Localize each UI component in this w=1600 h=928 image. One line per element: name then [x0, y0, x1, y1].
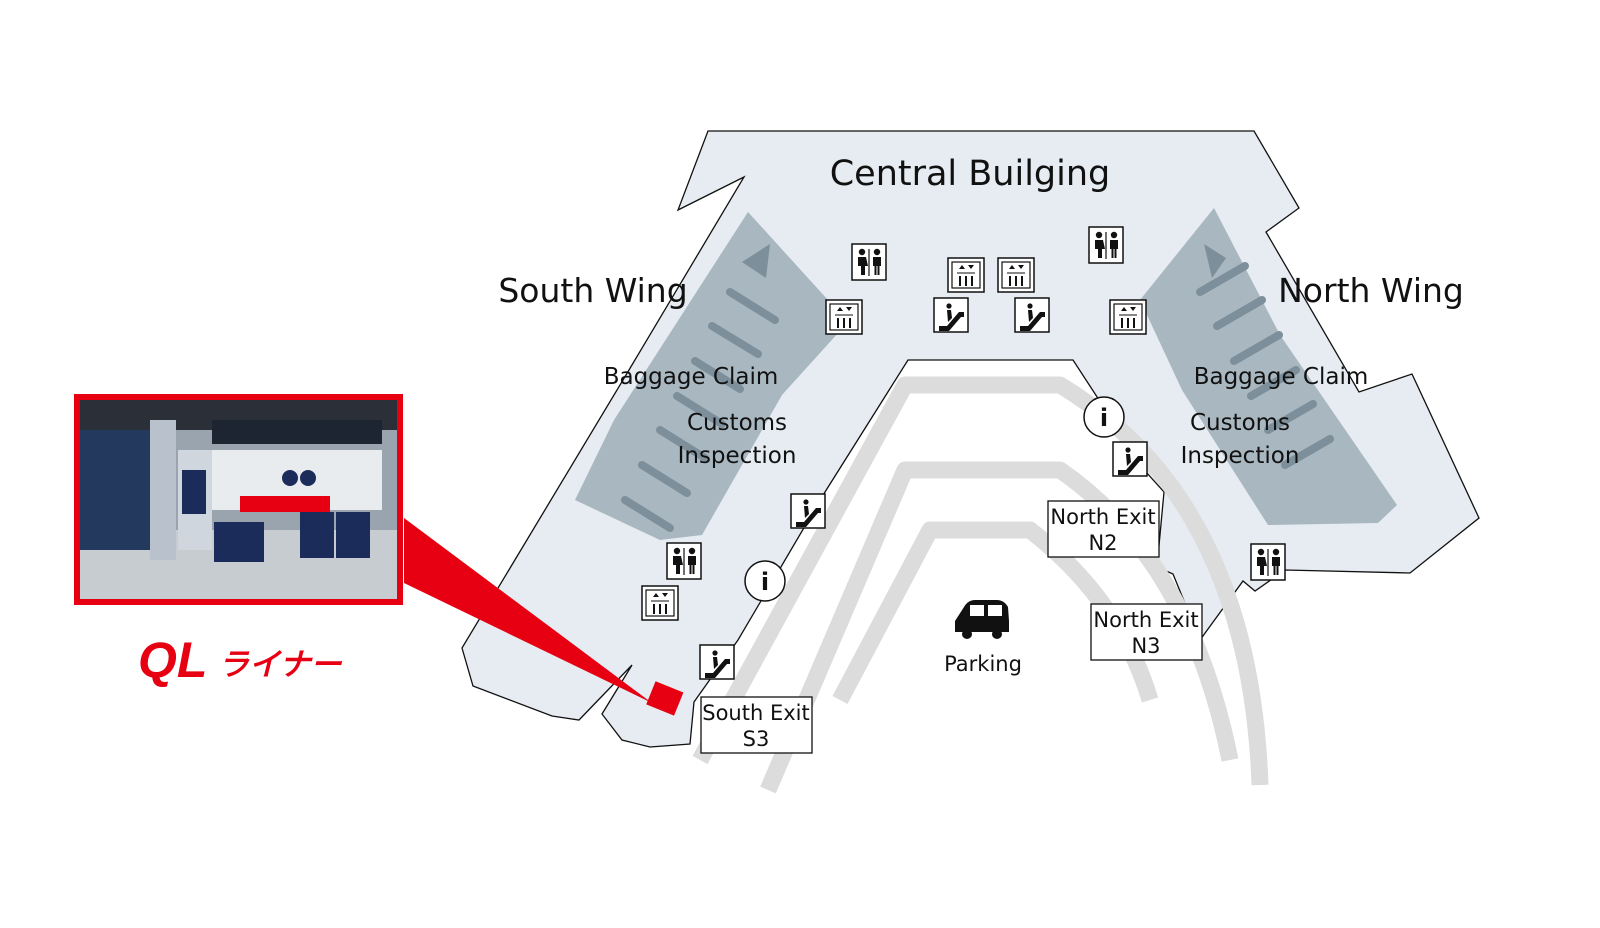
svg-text:QL: QL: [138, 632, 207, 688]
ql-liner-location-marker: [646, 681, 684, 716]
svg-text:South Exit: South Exit: [702, 701, 809, 725]
exit-south-s3: South Exit S3: [700, 696, 813, 754]
callout-pointer: [404, 518, 652, 703]
restroom-icon: [1088, 226, 1124, 264]
ql-liner-logo: QL ライナー: [138, 632, 342, 688]
parking-label: Parking: [944, 652, 1022, 676]
escalator-icon: [790, 493, 826, 529]
roadway: [692, 376, 1269, 794]
svg-text:North Exit: North Exit: [1050, 505, 1155, 529]
escalator-icon: [699, 644, 735, 680]
escalator-icon: [1014, 297, 1050, 333]
north-customs-label-1: Customs: [1190, 410, 1290, 436]
north-baggage-claim-label: Baggage Claim: [1194, 364, 1369, 390]
storefront-photo: [74, 394, 403, 605]
exit-north-n3: North Exit N3: [1090, 603, 1203, 661]
south-baggage-claim-label: Baggage Claim: [604, 364, 779, 390]
svg-text:N3: N3: [1131, 634, 1160, 658]
svg-text:North Exit: North Exit: [1093, 608, 1198, 632]
svg-text:i: i: [761, 568, 769, 596]
svg-text:i: i: [1100, 404, 1108, 432]
south-wing-label: South Wing: [498, 271, 687, 310]
escalator-icon: [933, 297, 969, 333]
elevator-icon: [1109, 299, 1147, 335]
elevator-icon: [947, 257, 985, 293]
south-baggage-area: [575, 212, 848, 540]
escalator-icon: [1112, 441, 1148, 477]
north-customs-label-2: Inspection: [1181, 443, 1300, 469]
restroom-icon: [851, 243, 887, 281]
car-icon: [955, 600, 1009, 639]
exit-north-n2: North Exit N2: [1047, 500, 1160, 558]
central-building-label: Central Builging: [830, 154, 1111, 194]
svg-text:ライナー: ライナー: [218, 647, 342, 683]
information-icon: i: [744, 560, 786, 602]
information-icon: i: [1083, 396, 1125, 438]
north-baggage-area: [1140, 208, 1397, 525]
south-customs-label-1: Customs: [687, 410, 787, 436]
north-wing-label: North Wing: [1278, 271, 1464, 310]
south-customs-label-2: Inspection: [678, 443, 797, 469]
svg-text:S3: S3: [743, 727, 770, 751]
elevator-icon: [641, 585, 679, 621]
elevator-icon: [997, 257, 1035, 293]
restroom-icon: [666, 542, 702, 580]
restroom-icon: [1250, 543, 1286, 581]
elevator-icon: [825, 299, 863, 335]
svg-text:N2: N2: [1088, 531, 1117, 555]
